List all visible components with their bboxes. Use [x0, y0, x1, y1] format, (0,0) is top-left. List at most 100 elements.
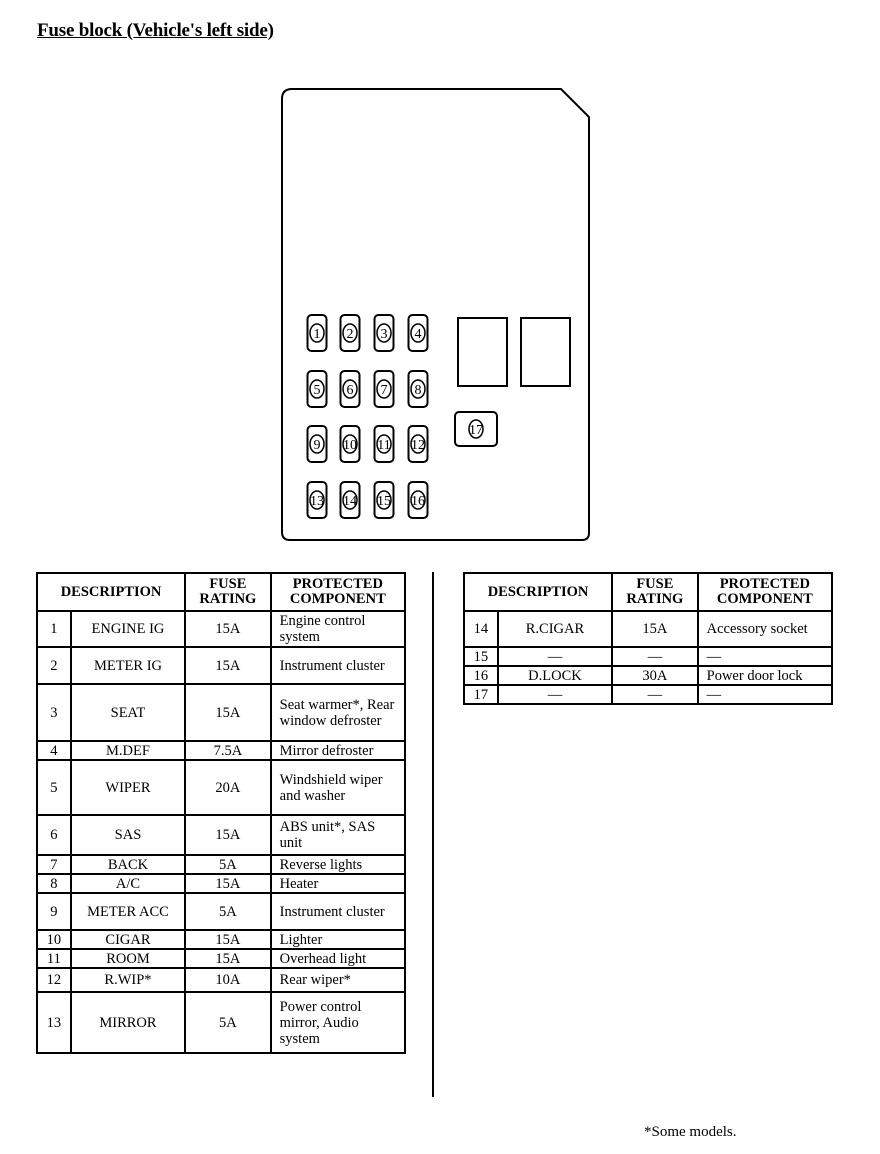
protected-component: —	[696, 646, 834, 667]
fuse-8: 8	[407, 370, 429, 408]
fuse-number: 5	[36, 759, 72, 816]
fuse-number-label: 8	[415, 383, 422, 398]
column-divider	[432, 572, 434, 1097]
fuse-number: 10	[36, 929, 72, 950]
fuse-description: WIPER	[69, 759, 187, 816]
protected-component: Instrument cluster	[269, 646, 407, 685]
fuse-5: 5	[306, 370, 328, 408]
fuse-number-label: 13	[310, 494, 324, 509]
fuse-number-label: 10	[343, 438, 357, 453]
fuse-description: ENGINE IG	[69, 610, 187, 648]
fuse-rating: 30A	[611, 665, 699, 686]
fuse-16: 16	[407, 481, 429, 519]
fuse-table-right: DESCRIPTION FUSE RATING PROTECTED COMPON…	[462, 572, 834, 705]
fuse-11: 11	[373, 425, 395, 463]
fuse-block-outline	[281, 88, 590, 541]
fuse-number: 4	[36, 740, 72, 761]
fuse-rating: 15A	[184, 683, 272, 742]
protected-component: Instrument cluster	[269, 892, 407, 931]
protected-component: Lighter	[269, 929, 407, 950]
relay-slot-left	[457, 317, 508, 387]
fuse-number-label: 2	[347, 327, 354, 342]
fuse-number: 14	[463, 610, 499, 648]
fuse-15: 15	[373, 481, 395, 519]
protected-component: Engine control system	[269, 610, 407, 648]
fuse-number: 16	[463, 665, 499, 686]
header-protected-line1: PROTECTED	[719, 576, 810, 592]
fuse-number: 9	[36, 892, 72, 931]
fuse-number: 12	[36, 967, 72, 993]
fuse-rating: 15A	[184, 948, 272, 969]
fuse-number: 8	[36, 873, 72, 894]
fuse-description: —	[496, 646, 614, 667]
header-protected-line2: COMPONENT	[716, 591, 813, 607]
fuse-rating: 15A	[611, 610, 699, 648]
fuse-description: —	[496, 684, 614, 705]
fuse-rating: 15A	[184, 873, 272, 894]
fuse-description: SEAT	[69, 683, 187, 742]
protected-component: —	[696, 684, 834, 705]
protected-component: Mirror defroster	[269, 740, 407, 761]
protected-component: ABS unit*, SAS unit	[269, 814, 407, 856]
fuse-rating: 7.5A	[184, 740, 272, 761]
page-title: Fuse block (Vehicle's left side)	[37, 20, 274, 41]
fuse-number: 15	[463, 646, 499, 667]
fuse-7: 7	[373, 370, 395, 408]
protected-component: Power control mirror, Audio system	[269, 991, 407, 1054]
footnote: *Some models.	[644, 1124, 737, 1140]
fuse-rating: 20A	[184, 759, 272, 816]
header-description: DESCRIPTION	[35, 572, 187, 612]
header-protected-line1: PROTECTED	[292, 576, 383, 592]
table-header-row: DESCRIPTION FUSE RATING PROTECTED COMPON…	[35, 572, 407, 612]
fuse-6: 6	[339, 370, 361, 408]
protected-component: Windshield wiper and washer	[269, 759, 407, 816]
protected-component: Accessory socket	[696, 610, 834, 648]
fuse-10: 10	[339, 425, 361, 463]
table-row: 17———	[463, 684, 834, 705]
fuse-description: R.CIGAR	[496, 610, 614, 648]
fuse-13: 13	[306, 481, 328, 519]
fuse-number: 7	[36, 854, 72, 875]
fuse-description: M.DEF	[69, 740, 187, 761]
relay-slot-right	[520, 317, 571, 387]
fuse-rating: 5A	[184, 991, 272, 1054]
header-fuse-rating-line2: RATING	[199, 591, 257, 607]
table-header-row: DESCRIPTION FUSE RATING PROTECTED COMPON…	[462, 572, 834, 612]
protected-component: Rear wiper*	[269, 967, 407, 993]
fuse-number-label: 17	[469, 423, 483, 438]
fuse-rating: —	[611, 646, 699, 667]
fuse-description: A/C	[69, 873, 187, 894]
header-protected-component: PROTECTED COMPONENT	[696, 572, 834, 612]
fuse-number-label: 16	[411, 494, 425, 509]
fuse-number-label: 6	[347, 383, 354, 398]
fuse-rating: 15A	[184, 929, 272, 950]
fuse-description: R.WIP*	[69, 967, 187, 993]
fuse-description: BACK	[69, 854, 187, 875]
header-protected-line2: COMPONENT	[289, 591, 386, 607]
fuse-description: ROOM	[69, 948, 187, 969]
fuse-rating: 5A	[184, 892, 272, 931]
fuse-17: 17	[454, 411, 498, 447]
protected-component: Power door lock	[696, 665, 834, 686]
table-row: 15———	[463, 646, 834, 667]
fuse-rating: —	[611, 684, 699, 705]
fuse-number-label: 4	[415, 327, 422, 342]
fuse-number-label: 5	[314, 383, 321, 398]
fuse-number-label: 11	[377, 438, 390, 453]
fuse-rating: 5A	[184, 854, 272, 875]
protected-component: Overhead light	[269, 948, 407, 969]
